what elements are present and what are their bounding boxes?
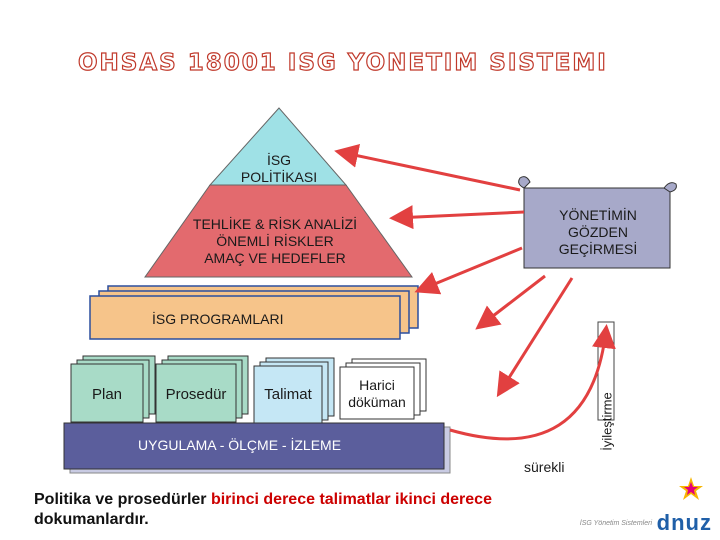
feedback-arrows — [334, 143, 616, 441]
external-doc-label: Harici döküman — [348, 377, 406, 410]
instruction-doc-stack — [253, 357, 335, 425]
footer-note: Politika ve prosedürler birinci derece t… — [34, 491, 492, 528]
base-bar — [63, 422, 445, 470]
procedure-label: Prosedür — [165, 386, 227, 403]
programs-stack — [89, 285, 419, 340]
instruction-label: Talimat — [264, 386, 312, 403]
review-label: YÖNETİMİN GÖZDEN GEÇİRMESİ — [558, 207, 638, 257]
plan-label: Plan — [91, 386, 123, 403]
base-label: UYGULAMA - ÖLÇME - İZLEME — [138, 437, 342, 453]
brand-subtitle: İSG Yönetim Sistemleri — [579, 520, 652, 527]
continuous-label: sürekli — [524, 459, 565, 475]
page-title: OHSAS 18001 ISG YONETIM SISTEMI — [77, 49, 608, 76]
pyramid-middle — [144, 184, 413, 278]
external-doc-stack — [339, 358, 427, 420]
pyramid-middle-label: TEHLİKE & RİSK ANALİZİ ÖNEMLİ RİSKLER AM… — [192, 216, 358, 266]
pyramid-top-label: İSG POLİTİKASI — [240, 152, 318, 185]
review-scroll — [518, 176, 677, 269]
plan-doc-stack — [70, 355, 156, 423]
improvement-label: İyileştirme — [599, 392, 615, 451]
procedure-doc-stack — [155, 355, 249, 423]
brand-logo: dnuz — [656, 510, 712, 535]
brand-star-icon — [679, 477, 703, 500]
programs-label: İSG PROGRAMLARI — [152, 311, 284, 327]
